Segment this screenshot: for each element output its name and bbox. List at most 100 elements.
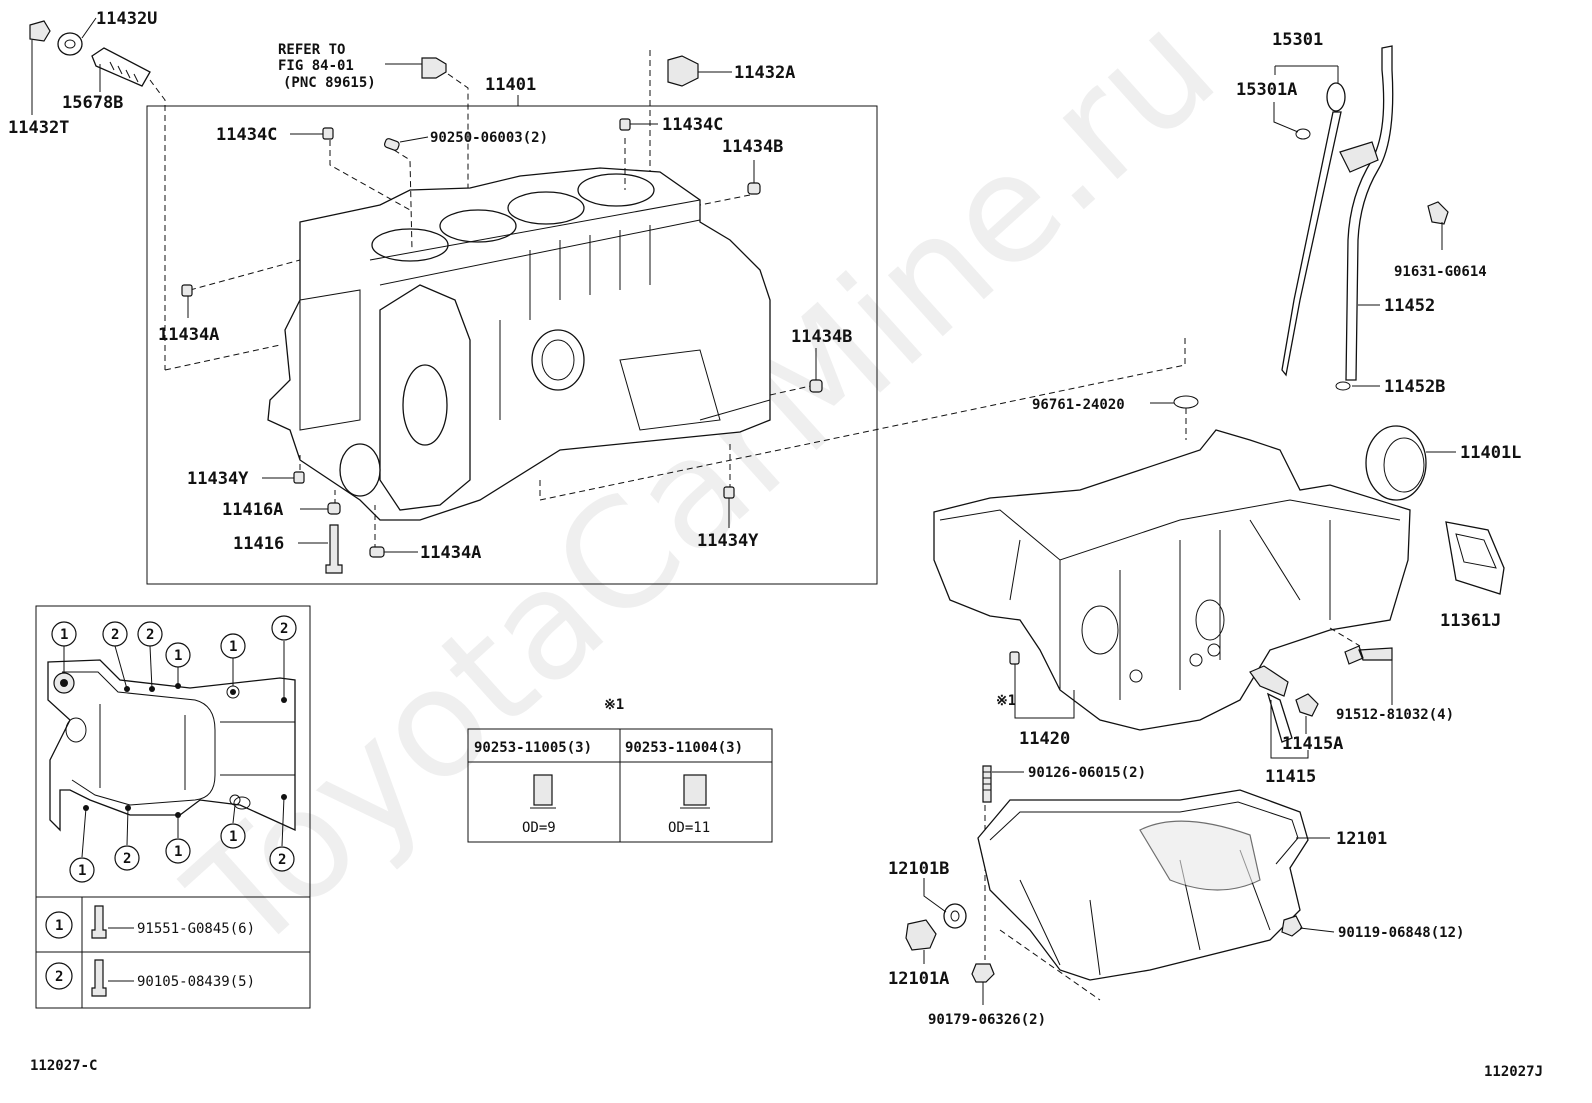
sensor-icon — [421, 57, 447, 79]
bolt-callout: 2 — [271, 615, 297, 641]
bolt-callout: 2 — [137, 621, 163, 647]
dipstick-handle-icon — [1326, 82, 1346, 112]
footer-left-code: 112027-C — [30, 1058, 97, 1074]
bolt-callout-number: 2 — [123, 851, 131, 867]
sleeve-icon — [327, 502, 341, 515]
label-11401: 11401 — [485, 75, 536, 95]
label-11434A-left: 11434A — [158, 325, 219, 345]
o-ring-icon — [1295, 128, 1311, 140]
bolt-legend-row-2: 2 90105-08439(5) — [45, 959, 255, 997]
label-11434A-bottom: 11434A — [420, 543, 481, 563]
part-11432T-group: 11432T — [8, 20, 69, 138]
footnote-mark: ※1 — [604, 697, 624, 713]
bolt-callout-number: 2 — [146, 627, 154, 643]
label-90119-06848: 90119-06848(12) — [1338, 925, 1464, 941]
part-11434C-left: 11434C — [216, 125, 334, 145]
nut-icon — [971, 963, 995, 983]
bolt-callout-number: 2 — [111, 627, 119, 643]
bolt-callout-number: 1 — [174, 844, 182, 860]
part-11416A-group: 11416A — [222, 500, 341, 520]
footnote-table: 90253-11005(3) 90253-11004(3) OD=9 OD=11 — [467, 728, 773, 843]
label-12101B: 12101B — [888, 859, 949, 879]
refer-note-line1: REFER TO — [278, 42, 345, 58]
oil-seal-icon — [1365, 425, 1427, 501]
part-90119-group: 90119-06848(12) — [1281, 915, 1464, 941]
bolt-map-illustration — [47, 659, 296, 832]
part-11434A-left: 11434A — [158, 284, 219, 345]
sleeve-icon — [1009, 651, 1020, 665]
label-11432A: 11432A — [734, 63, 795, 83]
bolt-callout: 1 — [165, 838, 191, 864]
plug-icon — [747, 182, 761, 195]
part-12101B-group: 12101B — [888, 859, 967, 929]
plug-icon — [181, 284, 193, 297]
footer-right-code: 112027J — [1484, 1064, 1543, 1080]
legend-2-number: 2 — [55, 969, 63, 985]
label-90250-06003: 90250-06003(2) — [430, 130, 548, 146]
cylinder-block-illustration — [267, 167, 771, 521]
bolt-callout: 2 — [114, 845, 140, 871]
sleeve-11-icon — [683, 774, 707, 806]
part-90179-group: 90179-06326(2) — [928, 963, 1046, 1028]
part-15678B-group: 15678B — [62, 47, 166, 370]
bolt-callout: 1 — [165, 642, 191, 668]
plug-icon — [293, 471, 305, 484]
cover-icon — [1445, 521, 1505, 595]
drain-plug-icon — [667, 55, 699, 87]
label-11420: 11420 — [1019, 729, 1070, 749]
bolt-callout-number: 2 — [280, 621, 288, 637]
bolt-callout-number: 1 — [229, 639, 237, 655]
plug-icon — [322, 127, 334, 140]
bolt-callout-number: 1 — [60, 627, 68, 643]
dipstick-guide-group: 11452 11452B 91631-G0614 — [1335, 45, 1487, 397]
drain-plug-icon — [905, 919, 937, 951]
plug-icon — [1295, 693, 1319, 717]
label-15678B: 15678B — [62, 93, 123, 113]
label-90179-06326: 90179-06326(2) — [928, 1012, 1046, 1028]
part-90250-group: 90250-06003(2) — [383, 130, 548, 151]
label-11434B-right: 11434B — [791, 327, 852, 347]
label-91512-81032: 91512-81032(4) — [1336, 707, 1454, 723]
label-12101A: 12101A — [888, 969, 949, 989]
plug-icon — [723, 486, 735, 499]
legend-1-number: 1 — [55, 918, 63, 934]
bolt-callout: 2 — [102, 621, 128, 647]
oil-pan-illustration: 12101 — [977, 789, 1387, 1001]
o-ring-icon — [1173, 395, 1199, 409]
label-12101: 12101 — [1336, 829, 1387, 849]
guide-tube-icon — [1345, 45, 1394, 381]
part-11434C-right: 11434C — [619, 115, 723, 135]
part-11434B-right: 11434B — [791, 327, 852, 393]
label-91631-G0614: 91631-G0614 — [1394, 264, 1487, 280]
fitting-icon — [1249, 665, 1289, 697]
footnote-col1-part: 90253-11005(3) — [474, 740, 592, 756]
o-ring-icon — [1335, 381, 1351, 391]
refer-note-line2: FIG 84-01 — [278, 58, 354, 74]
part-11432U-group: 11432U — [57, 9, 157, 56]
label-11401L: 11401L — [1460, 443, 1521, 463]
label-15301A: 15301A — [1236, 80, 1297, 100]
label-11416A: 11416A — [222, 500, 283, 520]
washer-icon — [57, 32, 83, 56]
part-11434Y-left: 11434Y — [187, 469, 305, 489]
part-91512-group: 91512-81032(4) — [1329, 627, 1454, 723]
footnote-col2-part: 90253-11004(3) — [625, 740, 743, 756]
bolt-icon — [1344, 645, 1393, 665]
plug-icon — [369, 546, 385, 558]
dowel-pin-icon — [383, 138, 400, 151]
bolt-icon — [1427, 201, 1449, 225]
label-11416: 11416 — [233, 534, 284, 554]
refer-note-line3: (PNC 89615) — [283, 75, 376, 91]
bolt-callout-number: 2 — [278, 852, 286, 868]
bolt-callout: 2 — [269, 846, 295, 872]
bolt-icon — [91, 905, 107, 939]
label-11361J: 11361J — [1440, 611, 1501, 631]
footnote-col1-od: OD=9 — [522, 820, 556, 836]
label-11434C-left: 11434C — [216, 125, 277, 145]
plug-icon — [809, 379, 823, 393]
label-11434C-right: 11434C — [662, 115, 723, 135]
label-90126-06015: 90126-06015(2) — [1028, 765, 1146, 781]
